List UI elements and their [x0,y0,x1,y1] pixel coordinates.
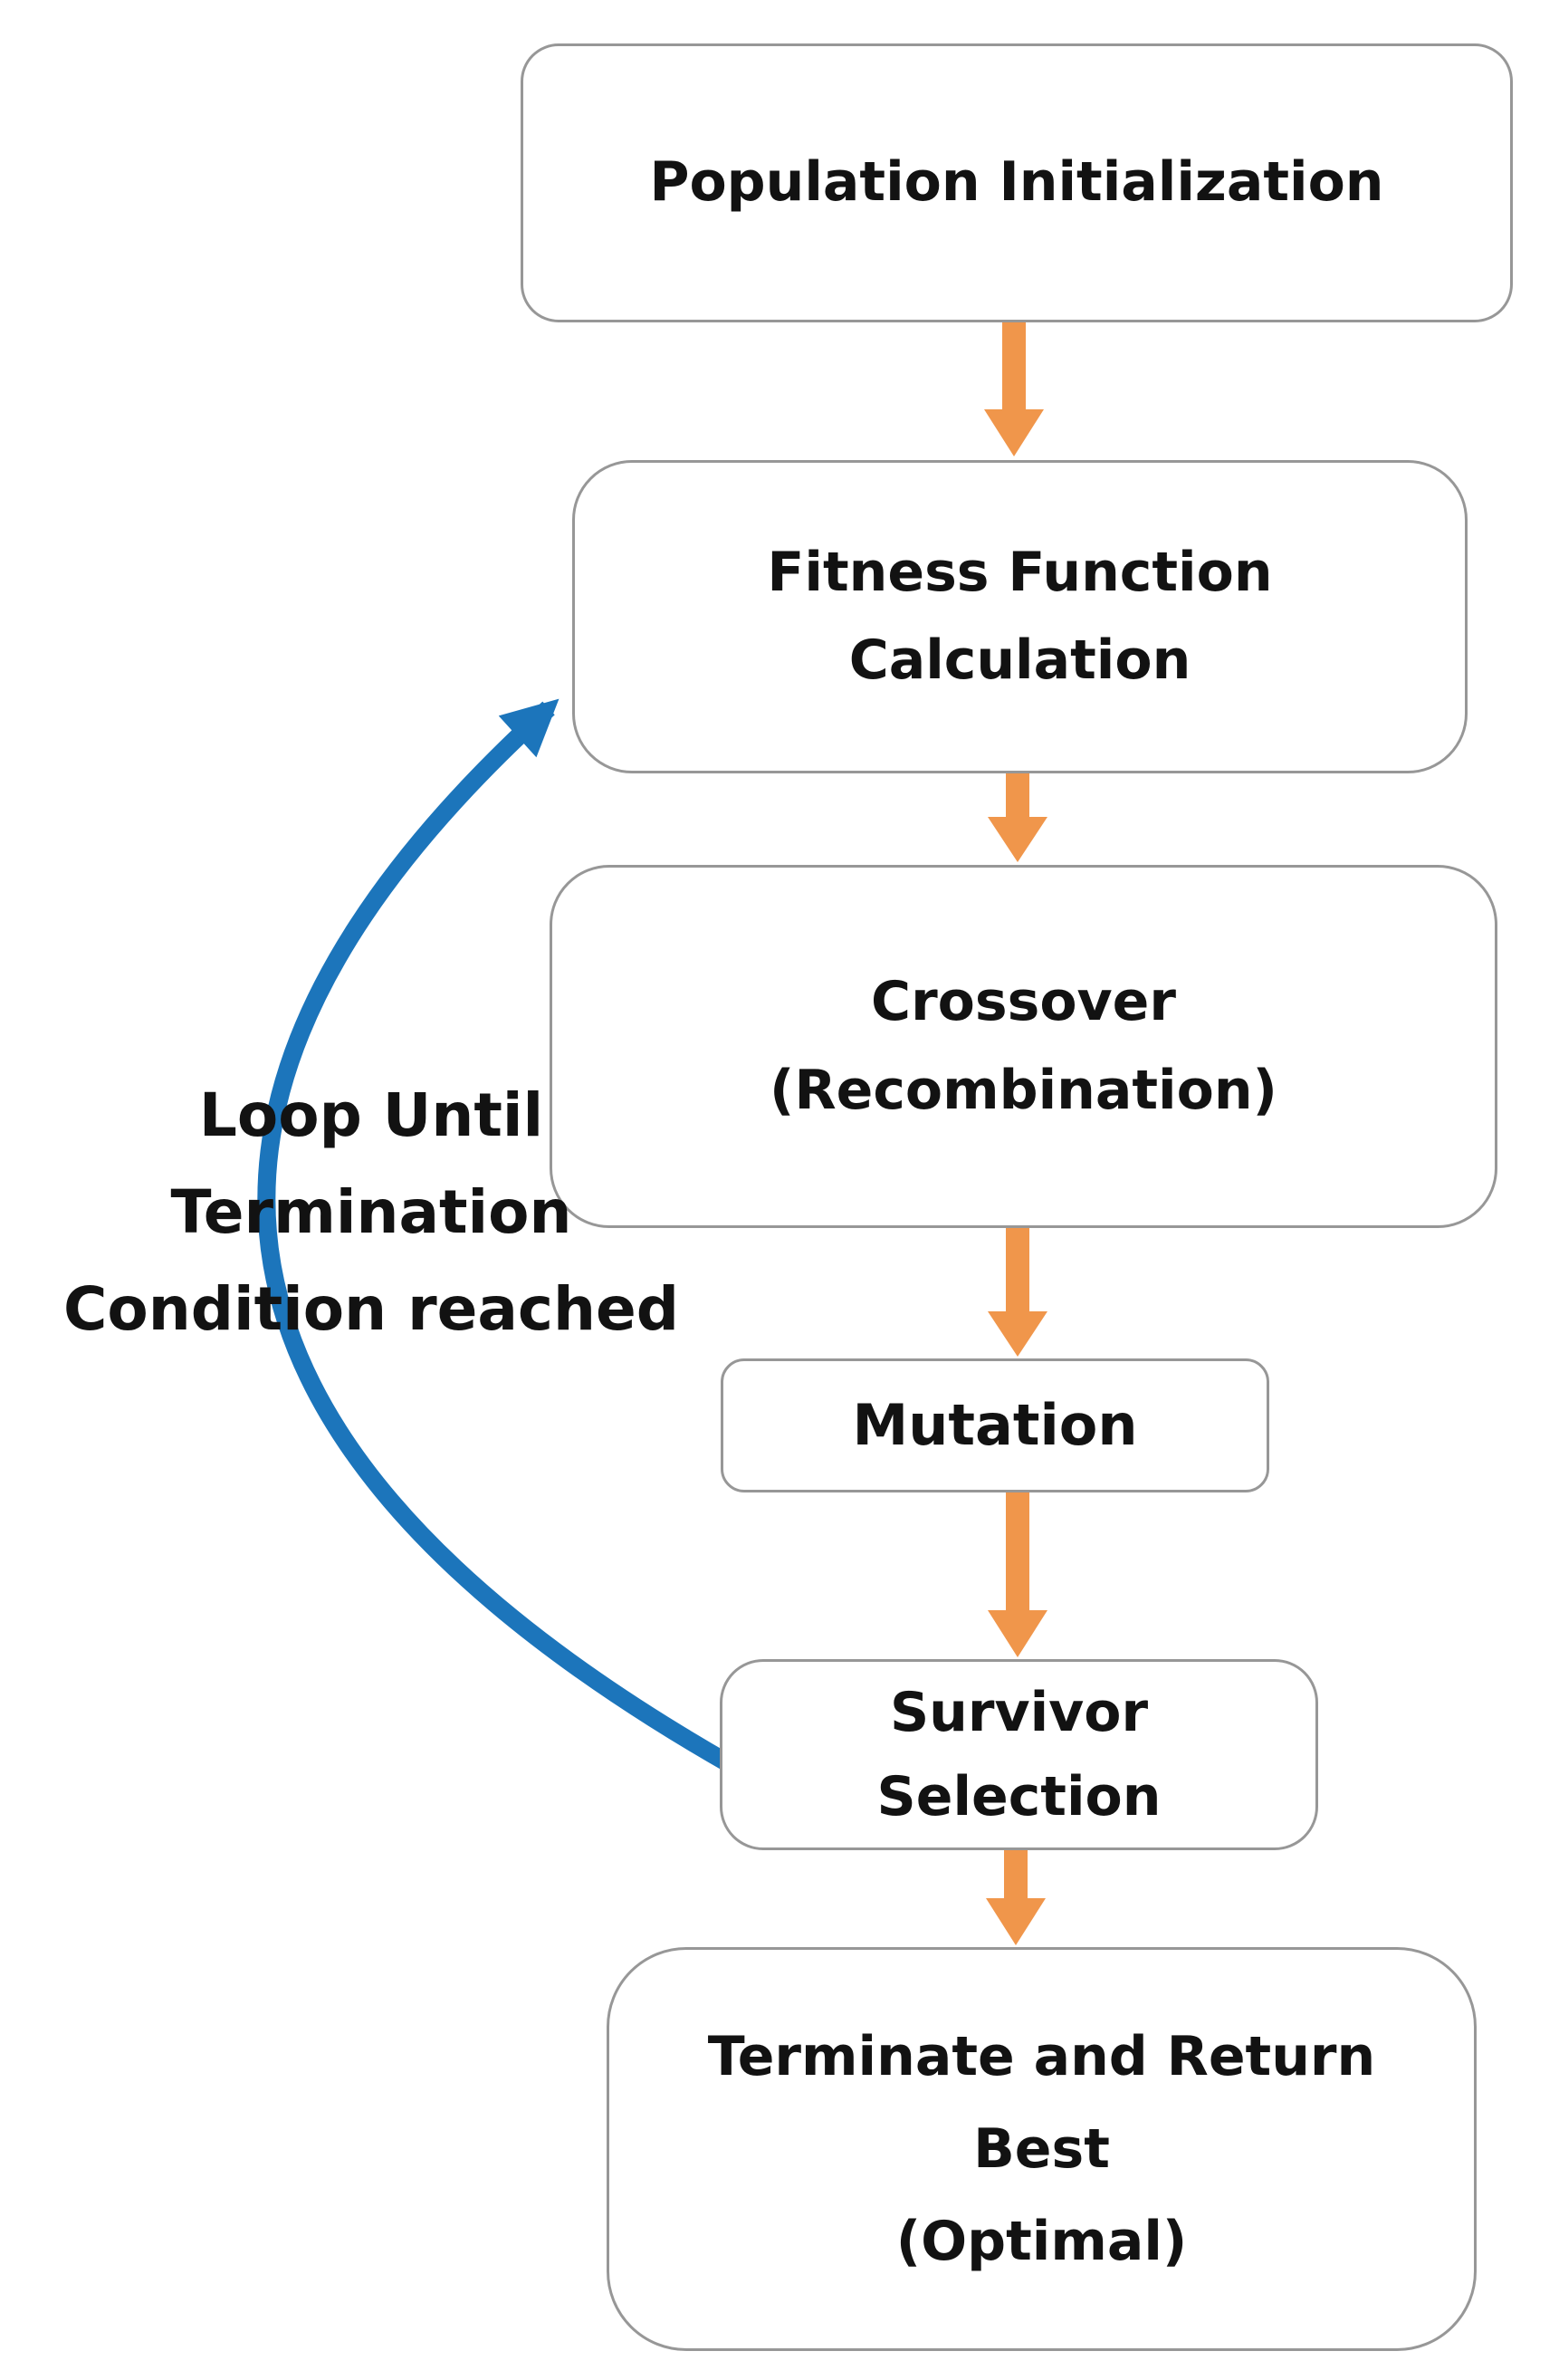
loop-arrow-icon [257,698,734,1772]
down-arrow-icon-2 [988,770,1047,862]
node-label: Crossover [871,970,1176,1034]
node-label: Best [973,2117,1110,2181]
down-arrow-icon-1 [984,319,1044,456]
node-label: Calculation [848,629,1191,692]
loop-label: Loop Until Termination Condition reached [9,1067,733,1358]
node-label: Survivor [889,1680,1149,1744]
loop-label-line: Termination [170,1177,572,1247]
node-fitness-function-calculation: Fitness Function Calculation [572,460,1468,773]
node-label: (Recombination) [770,1058,1277,1122]
node-label: Mutation [852,1391,1138,1458]
node-label: Fitness Function [767,540,1273,604]
node-terminate-return-best: Terminate and Return Best (Optimal) [607,1947,1477,2351]
node-population-initialization: Population Initialization [521,43,1513,322]
loop-label-line: Condition reached [62,1274,680,1344]
node-label: Population Initialization [649,150,1384,215]
node-label: Terminate and Return [707,2025,1376,2088]
node-label: (Optimal) [895,2210,1188,2273]
node-label: Selection [876,1764,1162,1828]
node-crossover-recombination: Crossover (Recombination) [550,865,1497,1228]
node-survivor-selection: Survivor Selection [720,1659,1318,1850]
down-arrow-icon-3 [988,1224,1047,1357]
loop-label-line: Loop Until [198,1080,544,1150]
down-arrow-icon-5 [986,1847,1046,1945]
down-arrow-icon-4 [988,1489,1047,1657]
node-mutation: Mutation [721,1358,1269,1492]
